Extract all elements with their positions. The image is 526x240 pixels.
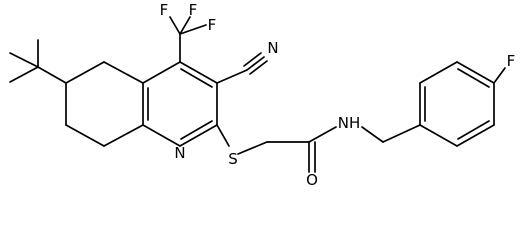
amide-group: [308, 126, 384, 173]
atom-label-f: F: [507, 52, 516, 70]
nitrile-group: [216, 52, 268, 84]
atom-label-n: N: [267, 39, 278, 57]
atom-label-nh: NH: [338, 114, 361, 132]
chemical-structure: F F F N N S O NH F: [9, 1, 516, 189]
atom-labels: F F F N N S O NH F: [160, 1, 516, 189]
fluorophenyl-ring: [382, 61, 506, 147]
atom-label-s: S: [228, 150, 238, 168]
cyclohexane-ring: [65, 61, 144, 147]
atom-label-f: F: [160, 1, 169, 19]
thioether-linker: [216, 124, 310, 155]
atom-label-f: F: [189, 1, 198, 19]
trifluoromethyl-group: [169, 16, 207, 63]
atom-label-f: F: [208, 16, 217, 34]
atom-label-n: N: [174, 144, 185, 162]
pyridine-ring: [142, 61, 218, 147]
atom-label-o: O: [306, 171, 318, 189]
tert-butyl-group: [9, 39, 67, 84]
